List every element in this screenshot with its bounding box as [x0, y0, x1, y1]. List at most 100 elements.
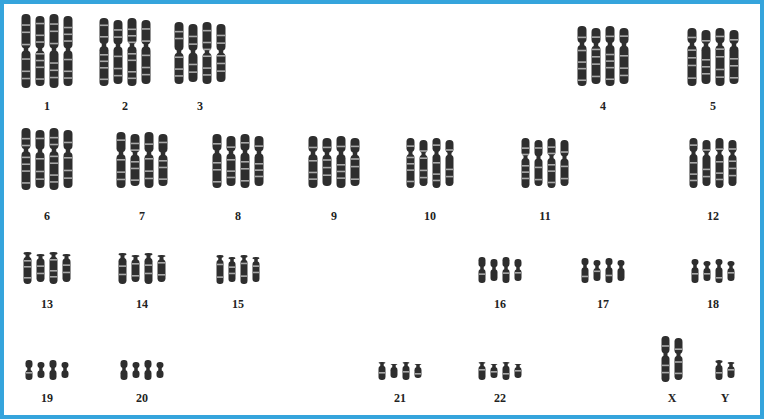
chromosome-band: [716, 277, 722, 279]
chromosome-band: [217, 276, 223, 278]
centromere: [102, 43, 107, 47]
chromosome-arm: [446, 155, 454, 186]
chromosome-band: [548, 182, 555, 184]
chromosome-arm: [227, 154, 236, 187]
chromosome-band: [606, 275, 612, 277]
chromosome-arm: [159, 155, 168, 186]
chromosome-band: [582, 276, 588, 278]
chromosome-band: [253, 272, 259, 274]
chromosome-number: 21: [394, 392, 406, 404]
chromosome-band: [64, 177, 72, 179]
chromosome-band: [606, 67, 614, 69]
chromosome-band: [716, 69, 724, 71]
chromosome-band: [227, 146, 235, 148]
centromere: [504, 266, 508, 270]
chromosome-band: [64, 59, 72, 61]
chromosome-group: [379, 362, 422, 380]
chromosome-arm: [64, 130, 73, 150]
chromosome-band: [229, 266, 235, 268]
centromere: [563, 155, 567, 159]
chromosome-band: [213, 169, 221, 171]
chromosome-band: [323, 167, 331, 169]
chromosome-arm: [158, 259, 166, 282]
chromosome-band: [688, 57, 696, 59]
chromosome-band: [26, 372, 32, 374]
chromosome-band: [561, 178, 568, 180]
chromosome-band: [337, 177, 345, 179]
chromosome-band: [50, 270, 57, 272]
chromosome-arm: [229, 261, 236, 282]
chromosome-band: [730, 77, 738, 79]
chromosome-arm: [37, 258, 45, 282]
chromosome-arm: [491, 367, 498, 378]
chromosome-arm: [131, 134, 140, 153]
chromosome-band: [145, 264, 152, 266]
chromosome-arm: [117, 154, 126, 188]
chromosome-band: [24, 260, 31, 262]
chromosome-band: [159, 178, 167, 180]
chromosome-band: [522, 178, 529, 180]
chromosome-band: [22, 170, 30, 172]
centromere: [147, 151, 152, 155]
chromosome-band: [729, 160, 736, 162]
chromosome-band: [36, 41, 44, 43]
chromosome-arm: [50, 151, 59, 190]
centromere: [516, 364, 520, 368]
chromosome-arm: [50, 257, 58, 284]
chromosome-band: [535, 147, 542, 149]
chromosome-band: [131, 168, 139, 170]
chromosome-arm: [592, 46, 601, 84]
chromosome-band: [433, 180, 440, 182]
chromosome-band: [515, 370, 521, 372]
chromosome-arm: [128, 18, 137, 44]
chromosome-arm: [22, 51, 31, 88]
chromosome-band: [114, 36, 122, 38]
chromosome-band: [255, 163, 263, 165]
chromosome-band: [606, 36, 614, 38]
chromosome-band: [433, 173, 440, 175]
chromosome-band: [36, 60, 44, 62]
chromosome-band: [128, 71, 136, 73]
chromosome-band: [203, 30, 211, 32]
chromosome-arm: [145, 258, 153, 284]
chromosome-band: [64, 77, 72, 79]
chromosome-arm: [50, 51, 59, 88]
chromosome-arm: [351, 138, 360, 153]
chromosome-number: 16: [494, 298, 506, 310]
chromosome-band: [323, 147, 331, 149]
chromosome-arm: [100, 18, 109, 44]
chromosome-band: [117, 159, 125, 161]
chromosome-arm: [50, 370, 57, 380]
chromosome-arm: [548, 158, 556, 188]
chromosome-number: 14: [136, 298, 148, 310]
chromosome-arm: [145, 360, 152, 368]
chromosome-band: [309, 178, 317, 180]
chromosome-band: [36, 53, 44, 55]
centromere: [729, 265, 733, 269]
chromosome-arm: [578, 45, 587, 86]
centromere: [422, 152, 426, 156]
chromosome-band: [662, 345, 669, 347]
chromosome-number: 2: [122, 100, 128, 112]
centromere: [339, 151, 344, 155]
chromosome-number: 12: [707, 210, 719, 222]
chromosome-band: [729, 175, 736, 177]
chromosome-group: [662, 336, 683, 382]
chromosome-band: [690, 173, 697, 175]
chromosome-arm: [323, 138, 332, 153]
chromosome-band: [175, 31, 183, 33]
chromosome-band: [592, 49, 600, 51]
centromere: [580, 42, 585, 46]
chromosome-band: [522, 147, 529, 149]
chromosome-band: [241, 263, 247, 265]
chromosome-arm: [175, 53, 184, 84]
chromosome-arm: [522, 138, 530, 156]
centromere: [416, 364, 420, 368]
chromosome-band: [203, 42, 211, 44]
chromosome-arm: [582, 258, 589, 265]
chromosome-number: 6: [44, 210, 50, 222]
chromosome-band: [561, 151, 568, 153]
chromosome-band: [716, 56, 724, 58]
chromosome-arm: [515, 259, 522, 267]
centromere: [607, 264, 611, 268]
